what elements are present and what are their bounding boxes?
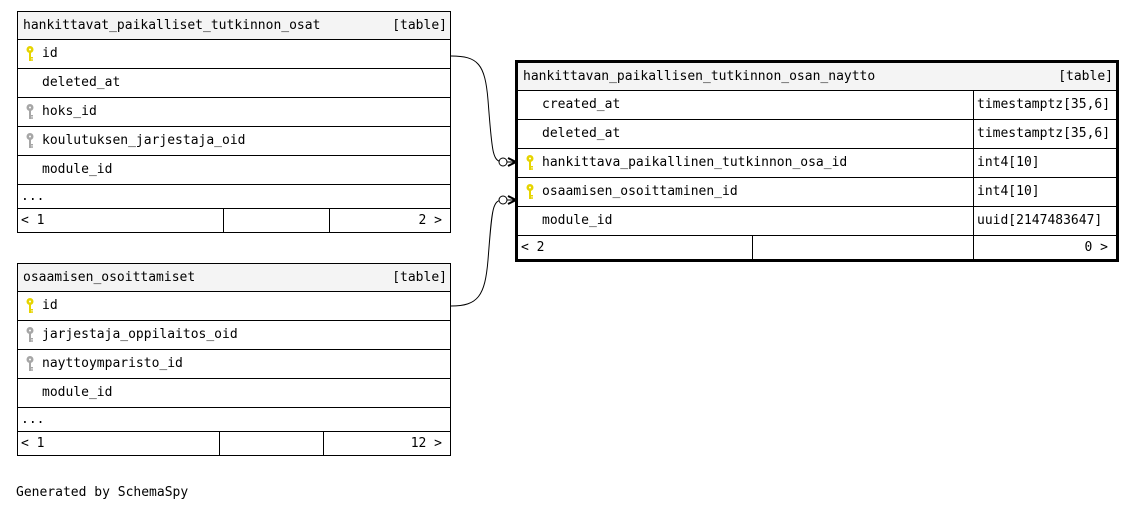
column-name: osaamisen_osoittaminen_id — [542, 184, 738, 199]
column-row[interactable]: module_id — [18, 156, 450, 185]
column-name: koulutuksen_jarjestaja_oid — [42, 133, 246, 148]
children-count[interactable]: 2 > — [329, 209, 450, 232]
relationship-line-hpto — [450, 55, 516, 163]
more-columns: ... — [18, 185, 450, 209]
table-title: hankittavan_paikallisen_tutkinnon_osan_n… — [523, 69, 876, 84]
foreign-key-icon — [26, 356, 34, 372]
foreign-key-icon — [26, 104, 34, 120]
table-footer: < 1 2 > — [18, 209, 450, 232]
column-name: id — [42, 46, 58, 61]
column-row[interactable]: id — [18, 40, 450, 69]
column-type: uuid[2147483647] — [973, 207, 1118, 235]
column-name: id — [42, 298, 58, 313]
relationship-crow-foot — [507, 157, 517, 167]
table-footer: < 2 0 > — [518, 236, 1116, 259]
column-row[interactable]: hankittava_paikallinen_tutkinnon_osa_id i… — [518, 149, 1116, 178]
table-osaamisen-osoittamiset[interactable]: osaamisen_osoittamiset [table] id jarjes… — [17, 263, 451, 456]
parents-count[interactable]: < 1 — [21, 436, 45, 451]
more-columns: ... — [18, 408, 450, 432]
column-name: module_id — [42, 162, 113, 177]
table-title: osaamisen_osoittamiset — [23, 270, 196, 285]
column-name: deleted_at — [542, 126, 621, 141]
footer-spacer — [223, 209, 329, 232]
column-row[interactable]: osaamisen_osoittaminen_id int4[10] — [518, 178, 1116, 207]
primary-key-icon — [526, 155, 534, 171]
relationship-zero-marker — [498, 195, 508, 205]
column-name: hankittava_paikallinen_tutkinnon_osa_id — [542, 155, 848, 170]
parents-count[interactable]: < 2 — [521, 240, 545, 255]
column-name: module_id — [42, 385, 113, 400]
primary-key-icon — [26, 46, 34, 62]
foreign-key-icon — [26, 133, 34, 149]
table-header: osaamisen_osoittamiset [table] — [18, 264, 450, 292]
relationship-crow-foot — [507, 195, 517, 205]
generated-by-label: Generated by SchemaSpy — [16, 485, 189, 500]
column-name: deleted_at — [42, 75, 121, 90]
parents-count[interactable]: < 1 — [21, 213, 45, 228]
column-row[interactable]: jarjestaja_oppilaitos_oid — [18, 321, 450, 350]
column-row[interactable]: hoks_id — [18, 98, 450, 127]
relationship-zero-marker — [498, 157, 508, 167]
column-type: timestamptz[35,6] — [973, 120, 1118, 148]
table-type-tag: [table] — [392, 18, 447, 33]
column-row[interactable]: module_id — [18, 379, 450, 408]
footer-spacer — [219, 432, 323, 455]
children-count[interactable]: 0 > — [973, 236, 1116, 259]
primary-key-icon — [26, 298, 34, 314]
column-row[interactable]: koulutuksen_jarjestaja_oid — [18, 127, 450, 156]
column-row[interactable]: created_at timestamptz[35,6] — [518, 91, 1116, 120]
column-type: int4[10] — [973, 149, 1118, 177]
column-type: timestamptz[35,6] — [973, 91, 1118, 119]
column-name: hoks_id — [42, 104, 97, 119]
table-hankittavan-paikallisen-tutkinnon-osan-naytto[interactable]: hankittavan_paikallisen_tutkinnon_osan_n… — [515, 60, 1119, 262]
table-type-tag: [table] — [1058, 69, 1113, 84]
column-name: jarjestaja_oppilaitos_oid — [42, 327, 238, 342]
table-header: hankittavat_paikalliset_tutkinnon_osat [… — [18, 12, 450, 40]
children-count[interactable]: 12 > — [323, 432, 450, 455]
table-hankittavat-paikalliset-tutkinnon-osat[interactable]: hankittavat_paikalliset_tutkinnon_osat [… — [17, 11, 451, 233]
table-footer: < 1 12 > — [18, 432, 450, 455]
column-row[interactable]: id — [18, 292, 450, 321]
column-row[interactable]: nayttoymparisto_id — [18, 350, 450, 379]
table-header: hankittavan_paikallisen_tutkinnon_osan_n… — [518, 63, 1116, 91]
foreign-key-icon — [26, 327, 34, 343]
footer-spacer — [752, 236, 973, 259]
column-name: nayttoymparisto_id — [42, 356, 183, 371]
column-row[interactable]: module_id uuid[2147483647] — [518, 207, 1116, 236]
table-type-tag: [table] — [392, 270, 447, 285]
table-title: hankittavat_paikalliset_tutkinnon_osat — [23, 18, 321, 33]
column-row[interactable]: deleted_at timestamptz[35,6] — [518, 120, 1116, 149]
column-row[interactable]: deleted_at — [18, 69, 450, 98]
column-name: created_at — [542, 97, 621, 112]
column-name: module_id — [542, 213, 613, 228]
relationship-line-oo — [450, 199, 516, 307]
primary-key-icon — [526, 184, 534, 200]
column-type: int4[10] — [973, 178, 1118, 206]
